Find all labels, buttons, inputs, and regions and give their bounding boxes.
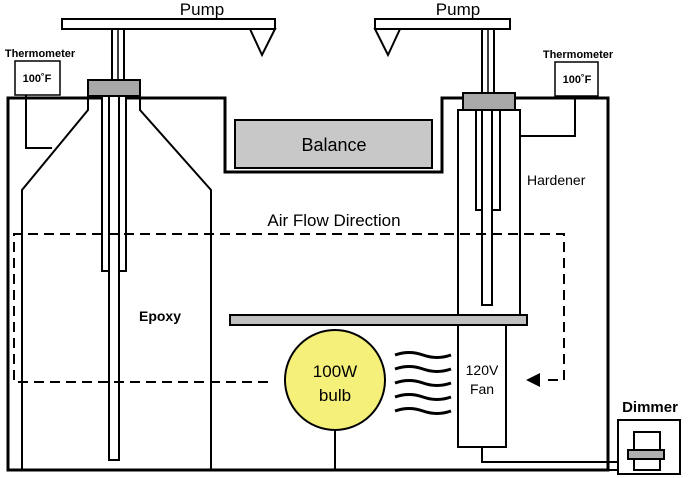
bulb-wire (334, 430, 620, 471)
air-flow-loop-top (13, 233, 565, 383)
epoxy-pump-collar (87, 79, 141, 97)
fan-wire (481, 447, 620, 463)
thermometer-left-box (14, 60, 61, 96)
enclosure-left-section (6, 96, 610, 472)
epoxy-bottle (21, 79, 212, 471)
dimmer (617, 419, 681, 475)
air-flow-path (13, 233, 565, 383)
epoxy-dip-tube (108, 95, 120, 461)
pump-left-spout (248, 28, 277, 58)
temp-left-readout: 100˚F (23, 73, 52, 85)
balance-label: Balance (301, 135, 366, 155)
air-flow-arrowhead (526, 373, 540, 387)
pump-left (61, 18, 277, 84)
thermometer-right (520, 61, 599, 137)
pump-right-head (374, 18, 511, 30)
fan-label-line1: 120V (466, 362, 499, 378)
heat-waves (394, 351, 452, 415)
pump-right-spout (373, 28, 402, 58)
dimmer-label: Dimmer (622, 399, 678, 416)
temp-right-readout: 100˚F (563, 74, 592, 86)
thermometer-right-box (554, 61, 599, 97)
shelf (229, 314, 528, 326)
thermometer-right-label: Thermometer (543, 49, 614, 61)
fan-label-line2: Fan (470, 381, 494, 397)
epoxy-bottle-outline (21, 96, 212, 471)
hardener-bottle (457, 92, 521, 316)
hardener-label: Hardener (527, 172, 586, 188)
balance-box (234, 119, 433, 169)
epoxy-label: Epoxy (139, 308, 181, 324)
pump-left-label: Pump (180, 0, 224, 19)
pump-right-label: Pump (436, 0, 480, 19)
bulb-label-line2: bulb (319, 386, 351, 405)
thermometer-left-label: Thermometer (5, 48, 76, 60)
air-flow-label: Air Flow Direction (267, 211, 400, 230)
pump-right (373, 18, 511, 94)
hardener-dip-tube (481, 109, 493, 306)
thermometer-left-probe (25, 95, 52, 149)
hardener-pump-collar (462, 92, 516, 111)
dimmer-knob (627, 449, 665, 460)
bulb-label-line1: 100W (313, 362, 357, 381)
thermometer-left (14, 60, 61, 149)
pump-left-head (61, 18, 276, 30)
thermometer-right-probe (520, 96, 576, 137)
